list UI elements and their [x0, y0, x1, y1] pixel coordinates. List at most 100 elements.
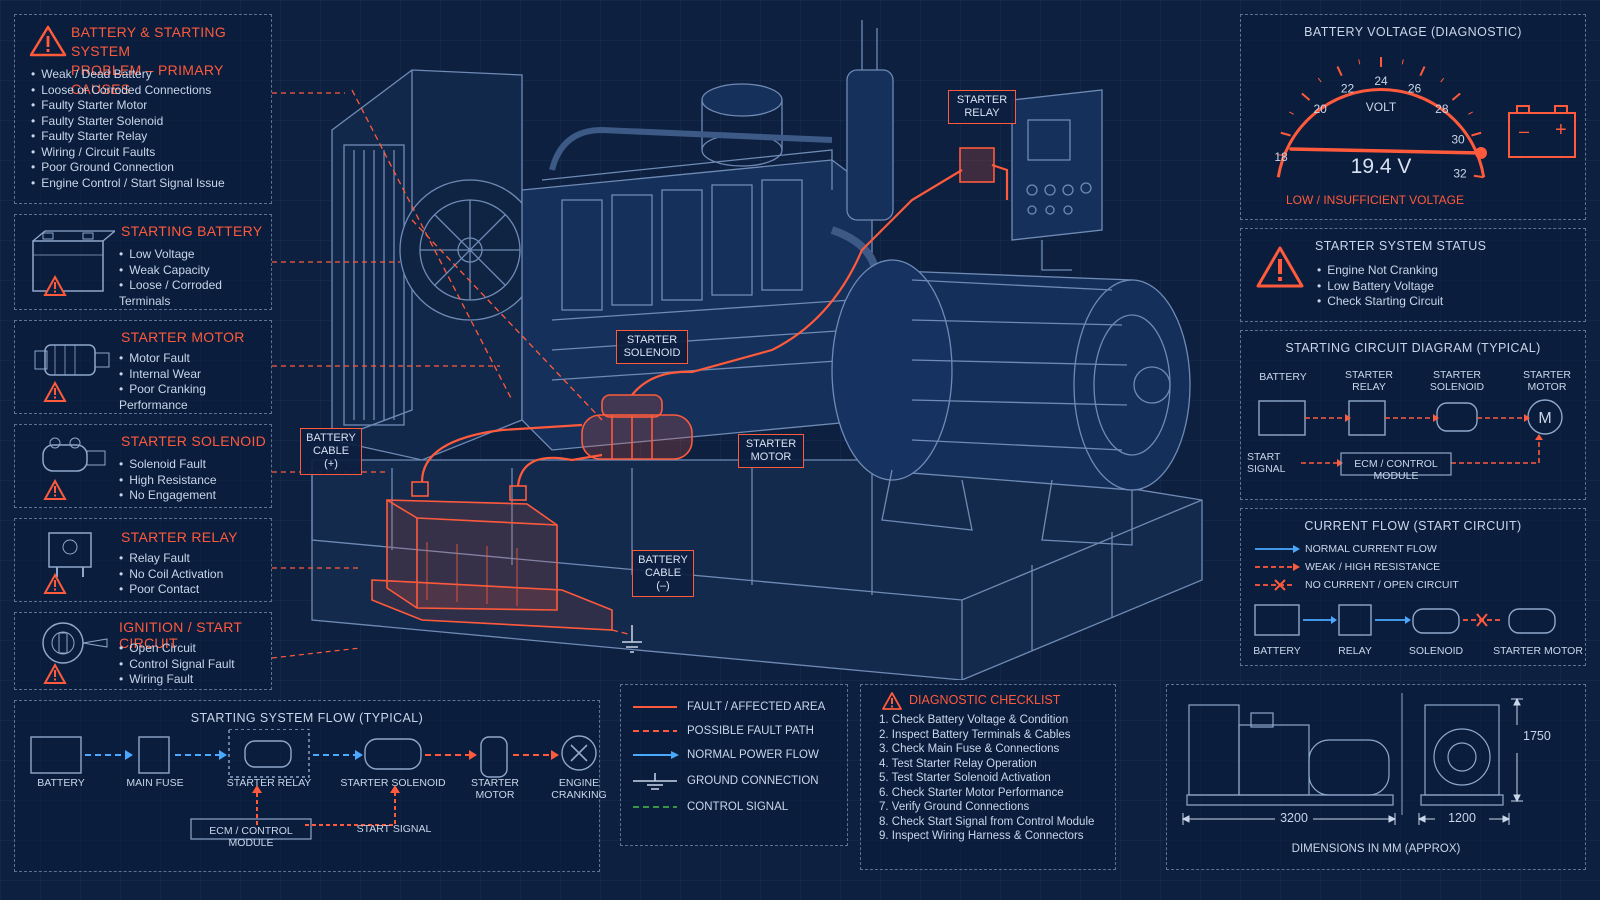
- list-item: Engine Not Cranking: [1317, 263, 1443, 279]
- gauge-tick-label: 26: [1408, 81, 1422, 95]
- gauge-needle: [1289, 147, 1483, 155]
- list-item: Relay Fault: [119, 551, 269, 567]
- list-item: Wiring Fault: [119, 672, 269, 688]
- list-item: 5. Test Starter Solenoid Activation: [879, 772, 1051, 784]
- starter-motor-panel: STARTER MOTOR Motor Fault Internal Wear …: [14, 320, 272, 414]
- battery-icon: [25, 225, 117, 308]
- flow-title: STARTING SYSTEM FLOW (TYPICAL): [190, 711, 424, 725]
- list-item: Check Starting Circuit: [1317, 294, 1443, 310]
- flow-step-fuse: MAIN FUSE: [126, 777, 184, 789]
- circuit-battery-label: BATTERY: [1259, 371, 1307, 383]
- list-item: Solenoid Fault: [119, 457, 269, 473]
- starting-battery-title: STARTING BATTERY: [121, 223, 263, 239]
- starter-motor-title: STARTER MOTOR: [121, 329, 245, 345]
- flow-solenoid-icon: [364, 738, 422, 770]
- dimensions-panel: 3200 1200 1750 DIMENSIONS IN MM (APPROX): [1166, 684, 1586, 870]
- flow-ecm-box: [190, 818, 312, 840]
- starter-relay-title: STARTER RELAY: [121, 529, 238, 545]
- flow-ecm-label: ECM / CONTROL MODULE: [209, 825, 293, 849]
- motor-symbol: M: [1538, 410, 1551, 427]
- gauge-arc: [1276, 88, 1486, 178]
- callout-battery-cable-neg: BATTERY CABLE (–): [632, 550, 694, 597]
- starter-status-panel: STARTER SYSTEM STATUS Engine Not Crankin…: [1240, 228, 1586, 322]
- starter-solenoid-panel: STARTER SOLENOID Solenoid Fault High Res…: [14, 424, 272, 508]
- list-item: 6. Check Starter Motor Performance: [879, 786, 1064, 799]
- legend-normal-current: NORMAL CURRENT FLOW: [1305, 543, 1437, 555]
- gauge-tick-label: 28: [1435, 102, 1449, 116]
- gauge-minor-tick: [1468, 111, 1473, 115]
- legend-ground: GROUND CONNECTION: [687, 775, 819, 787]
- gauge-tick-label: 30: [1451, 132, 1465, 146]
- list-item: Loose / Corroded Terminals: [119, 278, 269, 309]
- circuit-solenoid-icon: [1436, 402, 1478, 432]
- radiator: [331, 69, 541, 461]
- checklist-warning-icon: [881, 691, 903, 716]
- starter-motor-highlight: [581, 394, 693, 460]
- gauge-minor-tick: [1358, 59, 1361, 65]
- circuit-motor-label: STARTER MOTOR: [1522, 369, 1572, 393]
- gauge-low-tick: 18: [1274, 150, 1288, 164]
- list-item: 8. Check Start Signal from Control Modul…: [879, 815, 1095, 828]
- list-item: Weak / Dead Battery: [31, 67, 225, 83]
- flow-step-relay: STARTER RELAY: [226, 777, 312, 789]
- current-flow-diagram: [1254, 604, 1556, 636]
- list-item: Faulty Starter Motor: [31, 98, 225, 114]
- gauge-value: 19.4 V: [1351, 155, 1412, 178]
- legend-fault: FAULT / AFFECTED AREA: [687, 701, 826, 713]
- ground-symbol: [622, 625, 642, 653]
- list-item: Poor Contact: [119, 582, 269, 598]
- status-list: Engine Not Cranking Low Battery Voltage …: [1317, 263, 1443, 310]
- list-item: 4. Test Starter Relay Operation: [879, 757, 1037, 770]
- circuit-start-signal-label: START SIGNAL: [1247, 451, 1286, 475]
- starting-battery-panel: STARTING BATTERY Low Voltage Weak Capaci…: [14, 214, 272, 310]
- starter-motor-icon: [25, 331, 115, 412]
- ignition-list: Open Circuit Control Signal Fault Wiring…: [119, 641, 269, 688]
- generator-illustration: [311, 20, 1203, 680]
- ignition-switch-icon: [25, 617, 115, 692]
- starter-solenoid-title: STARTER SOLENOID: [121, 433, 267, 449]
- list-item: Weak Capacity: [119, 263, 269, 279]
- list-item: Poor Cranking Performance: [119, 382, 269, 413]
- flow-fuse-icon: [138, 736, 170, 774]
- gauge-minor-tick: [1301, 93, 1307, 98]
- list-item: 1. Check Battery Voltage & Condition: [879, 714, 1069, 726]
- legend-no-current: NO CURRENT / OPEN CIRCUIT: [1305, 579, 1459, 591]
- starting-flow-panel: STARTING SYSTEM FLOW (TYPICAL): [14, 700, 607, 872]
- gauge-unit: VOLT: [1366, 100, 1397, 114]
- gauge-minor-tick: [1317, 77, 1322, 83]
- list-item: Wiring / Circuit Faults: [31, 145, 225, 161]
- flow-label-starter-motor: STARTER MOTOR: [1493, 645, 1583, 657]
- starter-solenoid-list: Solenoid Fault High Resistance No Engage…: [119, 457, 269, 504]
- warning-icon: [29, 25, 67, 62]
- flow-step-motor: STARTER MOTOR: [470, 777, 520, 801]
- current-flow-title: CURRENT FLOW (START CIRCUIT): [1304, 519, 1522, 533]
- circuit-solenoid-label: STARTER SOLENOID: [1429, 369, 1485, 393]
- gauge-tick-label: 24: [1374, 74, 1388, 88]
- list-item: Low Voltage: [119, 247, 269, 263]
- relay-icon: [25, 525, 115, 604]
- battery-status-icon: – +: [1505, 103, 1579, 161]
- list-item: Faulty Starter Solenoid: [31, 114, 225, 130]
- gauge-tick-label: 22: [1341, 81, 1355, 95]
- starting-flow-diagram: [30, 729, 597, 840]
- flow-step-battery: BATTERY: [37, 777, 85, 789]
- callout-battery-cable-pos: BATTERY CABLE (+): [300, 428, 362, 475]
- circuit-title: STARTING CIRCUIT DIAGRAM (TYPICAL): [1285, 341, 1541, 355]
- list-item: Loose or Corroded Connections: [31, 83, 225, 99]
- callout-starter-relay: STARTER RELAY: [948, 90, 1016, 124]
- dimensions-caption: DIMENSIONS IN MM (APPROX): [1291, 843, 1461, 855]
- list-item: 3. Check Main Fuse & Connections: [879, 743, 1060, 755]
- solenoid-icon: [25, 431, 115, 510]
- current-flow-legend-lines: [1255, 545, 1300, 591]
- starting-battery-list: Low Voltage Weak Capacity Loose / Corrod…: [119, 247, 269, 309]
- gauge-minor-tick: [1337, 66, 1341, 72]
- engine-block: [521, 20, 894, 451]
- checklist-title: DIAGNOSTIC CHECKLIST: [909, 693, 1061, 707]
- alternator: [831, 259, 1191, 546]
- control-panel: [1011, 89, 1103, 271]
- flow-relay-icon: [228, 729, 310, 778]
- list-item: High Resistance: [119, 473, 269, 489]
- gauge-minor-tick: [1289, 111, 1294, 115]
- dimension-drawings: [1181, 693, 1523, 825]
